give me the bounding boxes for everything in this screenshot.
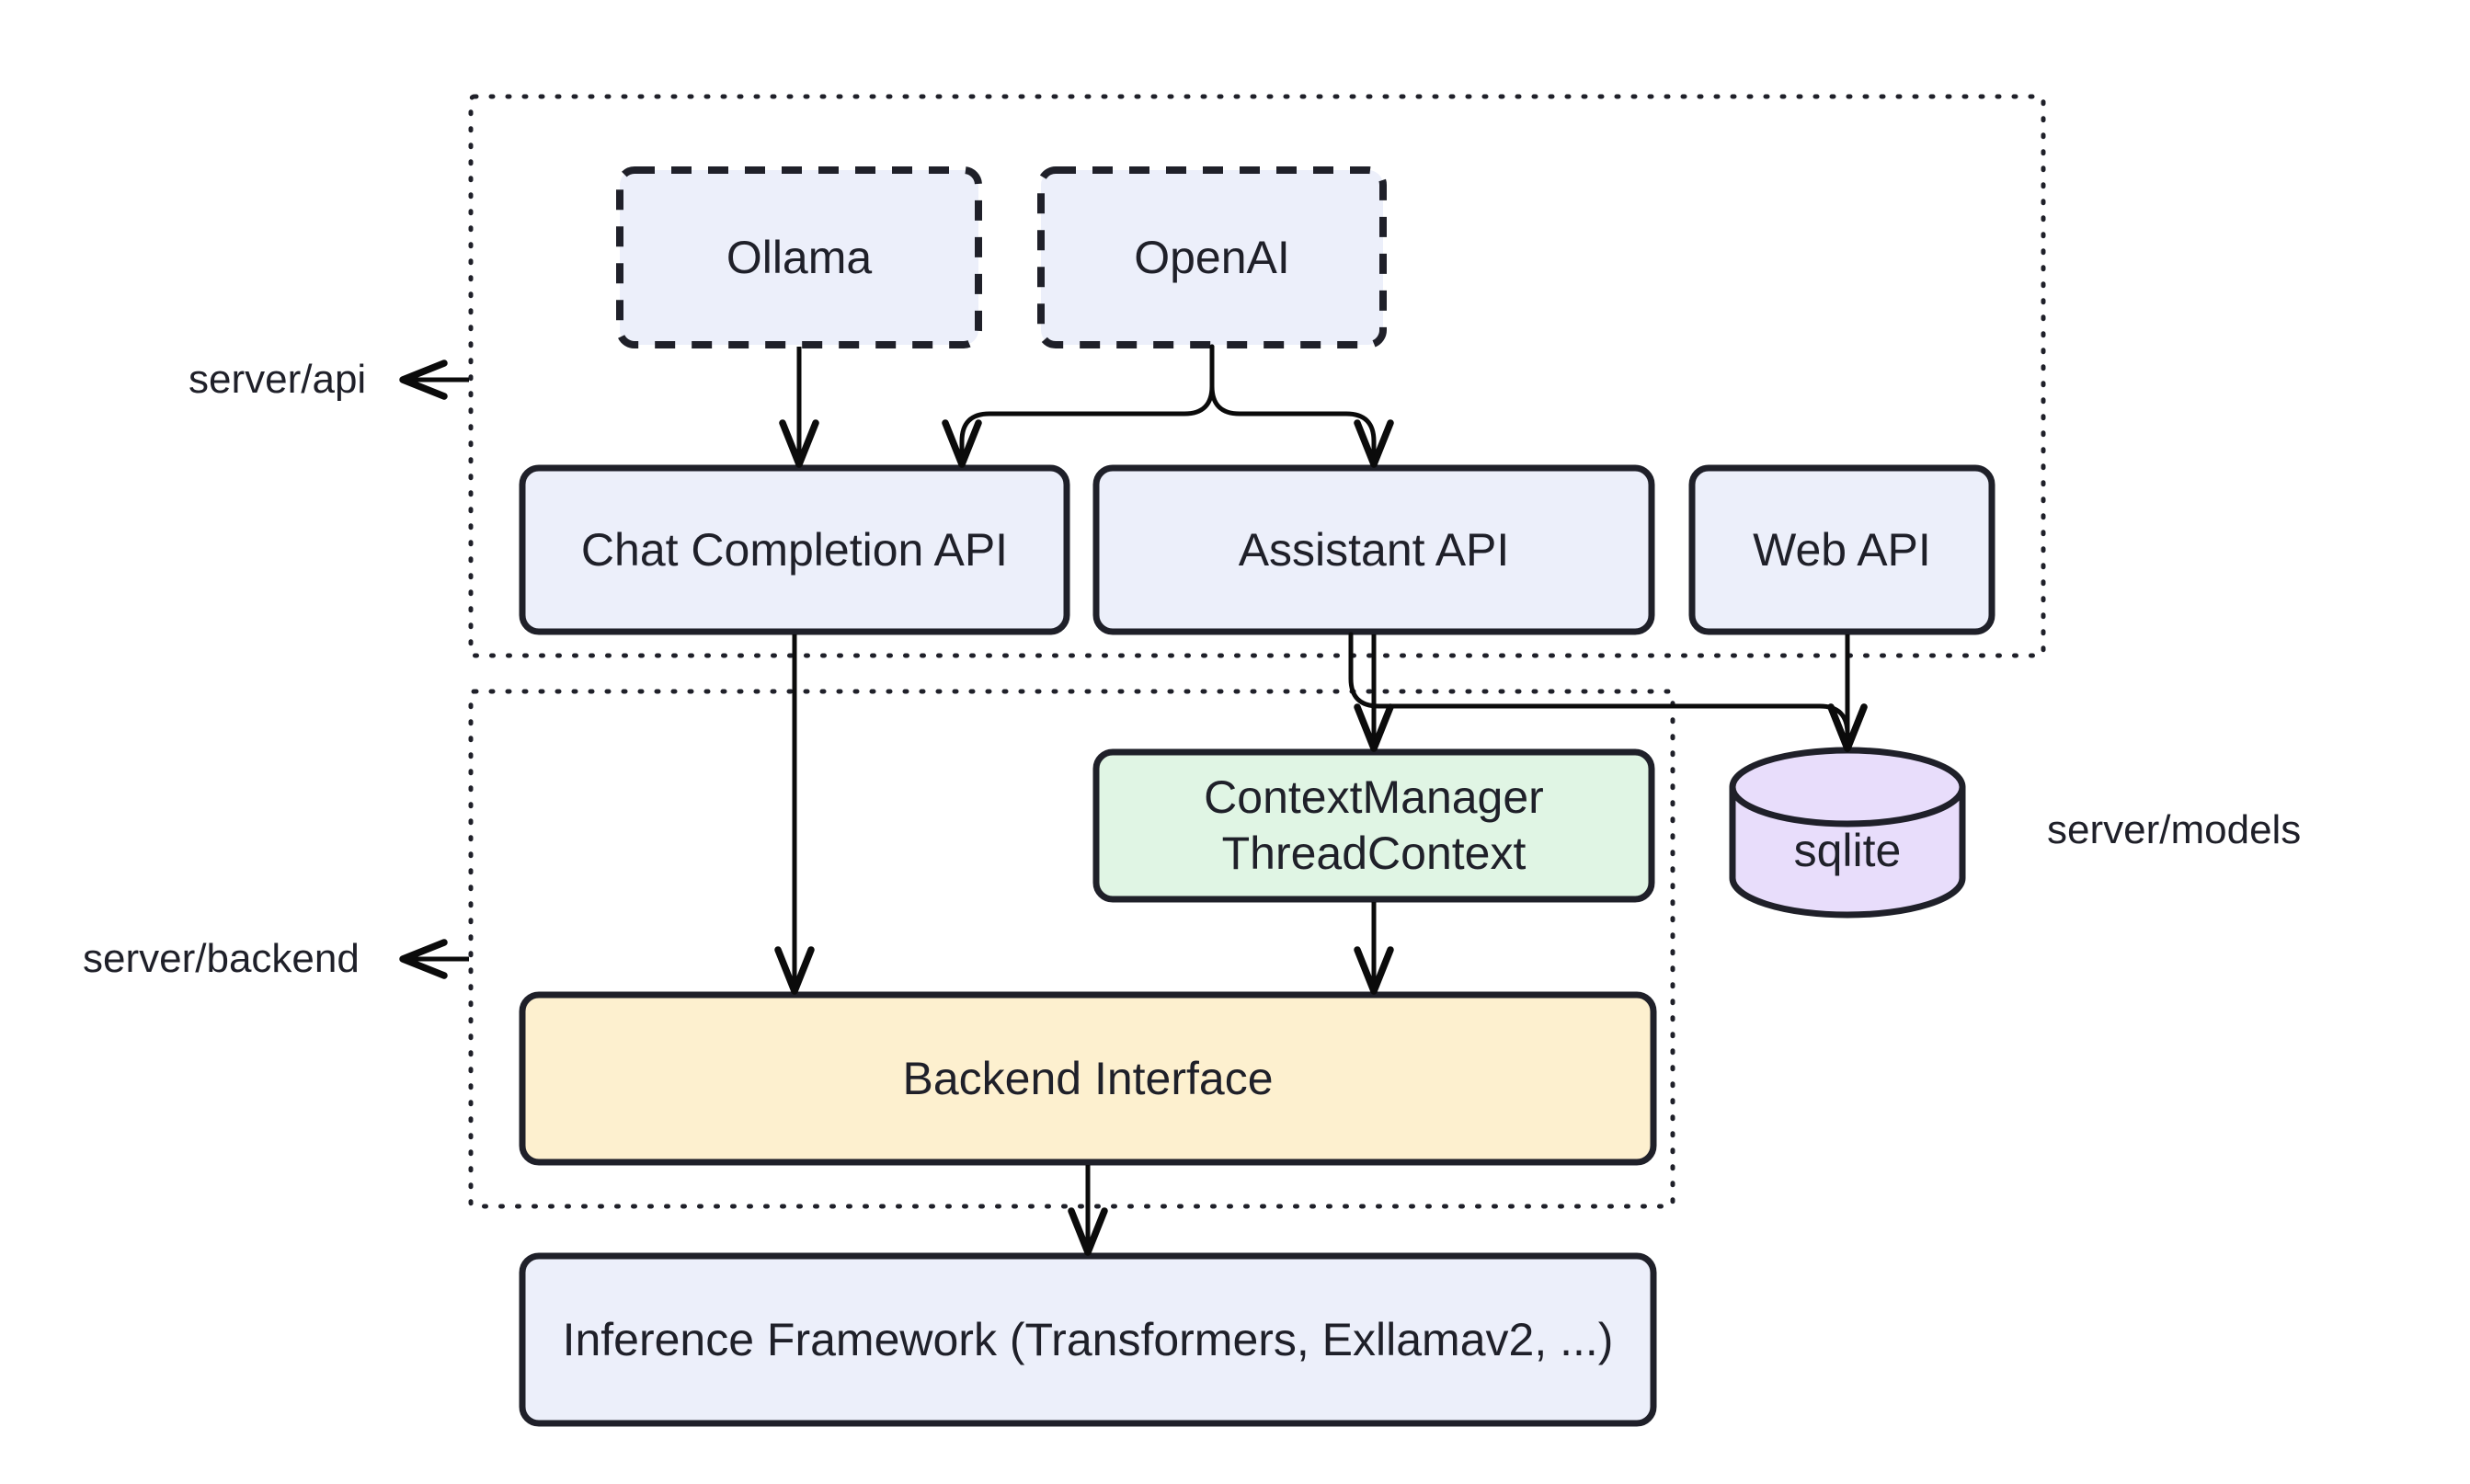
group-container-server-api	[468, 94, 2046, 658]
group-label-server-models: server/models	[2047, 807, 2302, 852]
node-shape-openai[interactable]	[1037, 166, 1387, 348]
group-label-server-backend: server/backend	[83, 936, 360, 981]
group-container-server-backend	[468, 689, 1675, 1209]
node-shape-context-manager[interactable]	[1092, 748, 1655, 903]
node-shape-web-api[interactable]	[1688, 464, 1995, 635]
node-shape-chat-completion-api[interactable]	[519, 464, 1070, 635]
group-label-server-api: server/api	[189, 357, 367, 402]
edge-openai-to-assistant-api	[1209, 344, 1394, 468]
edge-openai-to-chat-completion-api	[942, 344, 1215, 468]
node-shape-sqlite[interactable]	[1729, 747, 1966, 919]
node-shape-inference-framework[interactable]	[519, 1252, 1657, 1427]
node-shape-backend-interface[interactable]	[519, 991, 1657, 1166]
node-shape-assistant-api[interactable]	[1092, 464, 1655, 635]
node-shape-ollama[interactable]	[616, 166, 982, 348]
